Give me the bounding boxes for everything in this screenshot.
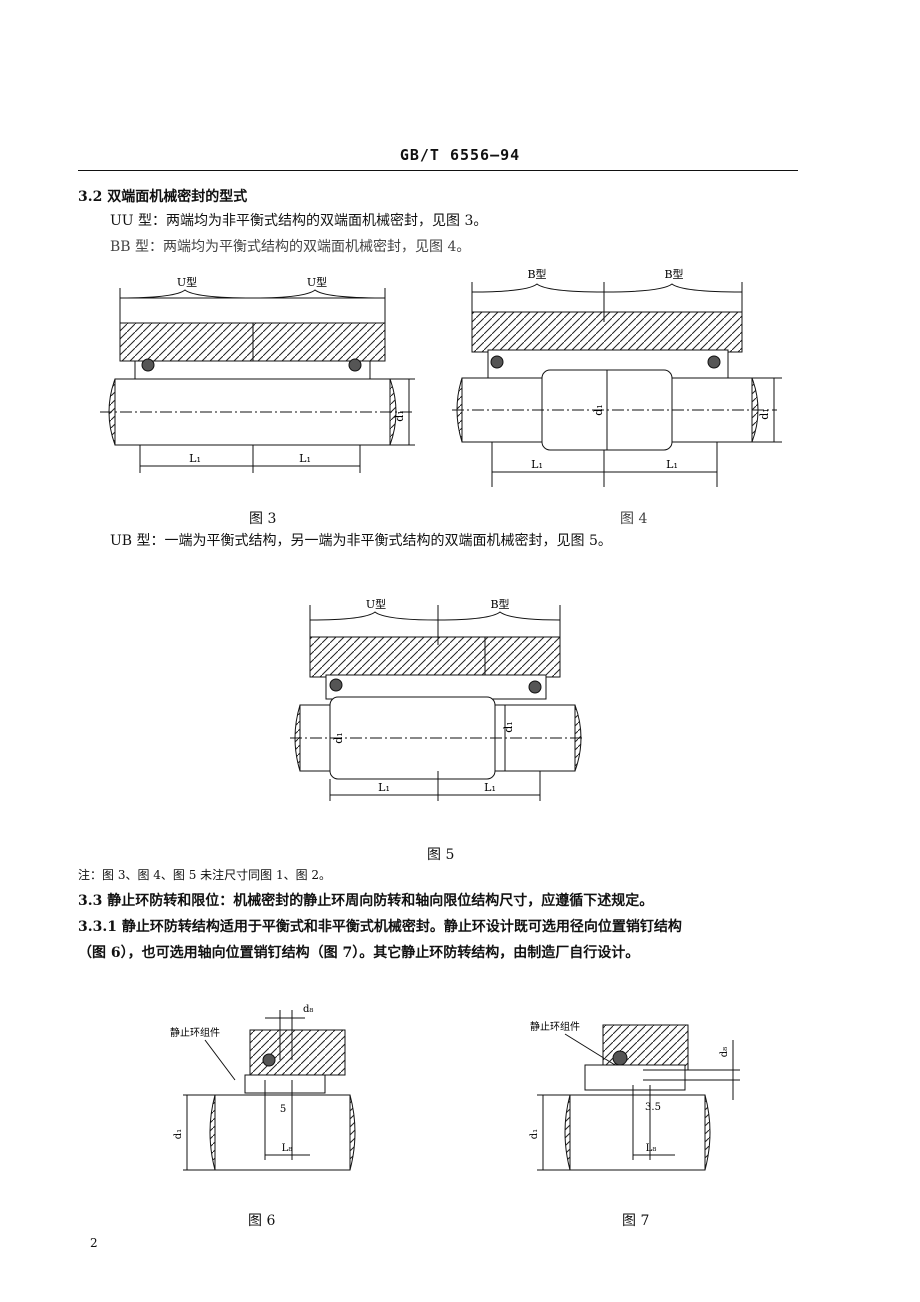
fig4-label-left: B型 bbox=[527, 267, 546, 281]
header-rule bbox=[78, 170, 798, 171]
section-3-3-title: 3.3 静止环防转和限位：机械密封的静止环周向防转和轴向限位结构尺寸，应遵循下述… bbox=[78, 893, 654, 909]
fig3-label-left: U型 bbox=[177, 275, 197, 289]
figure-4-drawing: B型 B型 d₁ L₁ L₁ d₁ bbox=[452, 267, 782, 487]
fig4-dim-d: d₁ bbox=[758, 408, 771, 419]
page-number: 2 bbox=[90, 1236, 98, 1250]
fig3-dim-d: d₁ bbox=[393, 410, 406, 421]
fig6-dim-L: L₈ bbox=[282, 1143, 293, 1154]
figure-7-drawing: 静止环组件 d₈ 3.5 L₈ d₁ bbox=[529, 1020, 740, 1171]
figure-7-caption: 图 7 bbox=[622, 1213, 650, 1229]
fig5-dim-d-left: d₁ bbox=[332, 732, 345, 743]
fig4-dim-left: L₁ bbox=[531, 458, 543, 471]
uu-type-text: UU 型：两端均为非平衡式结构的双端面机械密封，见图 3。 bbox=[110, 213, 488, 229]
ub-type-text: UB 型：一端为平衡式结构，另一端为非平衡式结构的双端面机械密封，见图 5。 bbox=[110, 533, 612, 549]
fig5-dim-d-right: d₁ bbox=[502, 721, 515, 732]
fig5-dim-right: L₁ bbox=[484, 781, 496, 794]
fig7-dim-L: L₈ bbox=[646, 1143, 657, 1154]
section-3-3-1-line1: 3.3.1 静止环防转结构适用于平衡式和非平衡式机械密封。静止环设计既可选用径向… bbox=[78, 919, 682, 935]
fig5-label-right: B型 bbox=[490, 597, 509, 611]
figure-3-drawing: U型 U型 L₁ L₁ d₁ bbox=[100, 275, 415, 473]
figure-5-drawing: U型 B型 d₁ d₁ L₁ L₁ bbox=[290, 597, 585, 801]
fig7-component-label: 静止环组件 bbox=[530, 1020, 580, 1033]
note-text: 注：图 3、图 4、图 5 未注尺寸同图 1、图 2。 bbox=[78, 868, 332, 882]
fig4-dim-d-inner: d₁ bbox=[592, 404, 605, 415]
fig7-dim-d: d₁ bbox=[529, 1129, 540, 1139]
figure-3-caption: 图 3 bbox=[249, 511, 277, 527]
fig4-dim-right: L₁ bbox=[666, 458, 678, 471]
fig5-dim-left: L₁ bbox=[378, 781, 390, 794]
fig5-label-left: U型 bbox=[366, 597, 386, 611]
fig3-dim-right: L₁ bbox=[299, 452, 311, 465]
fig6-dim-d: d₁ bbox=[173, 1129, 184, 1139]
figure-5-caption: 图 5 bbox=[427, 847, 455, 863]
fig6-component-label: 静止环组件 bbox=[170, 1026, 220, 1039]
section-3-2-title: 3.2 双端面机械密封的型式 bbox=[78, 189, 248, 205]
figure-6-caption: 图 6 bbox=[248, 1213, 276, 1229]
fig6-dim-top: d₈ bbox=[303, 1004, 313, 1015]
fig3-dim-left: L₁ bbox=[189, 452, 201, 465]
section-3-3-1-line2: （图 6），也可选用轴向位置销钉结构（图 7）。其它静止环防转结构，由制造厂自行… bbox=[78, 945, 640, 961]
fig6-dim-5: 5 bbox=[280, 1104, 286, 1115]
figure-6-drawing: 静止环组件 d₈ 5 L₈ d₁ bbox=[170, 1004, 356, 1171]
bb-type-text: BB 型：两端均为平衡式结构的双端面机械密封，见图 4。 bbox=[110, 239, 471, 255]
standard-header: GB/T 6556—94 bbox=[399, 146, 521, 164]
fig3-label-right: U型 bbox=[307, 275, 327, 289]
figure-4-caption: 图 4 bbox=[620, 511, 648, 527]
fig7-dim-side: d₈ bbox=[719, 1047, 730, 1057]
fig7-dim-35: 3.5 bbox=[645, 1102, 661, 1113]
fig4-label-right: B型 bbox=[664, 267, 683, 281]
